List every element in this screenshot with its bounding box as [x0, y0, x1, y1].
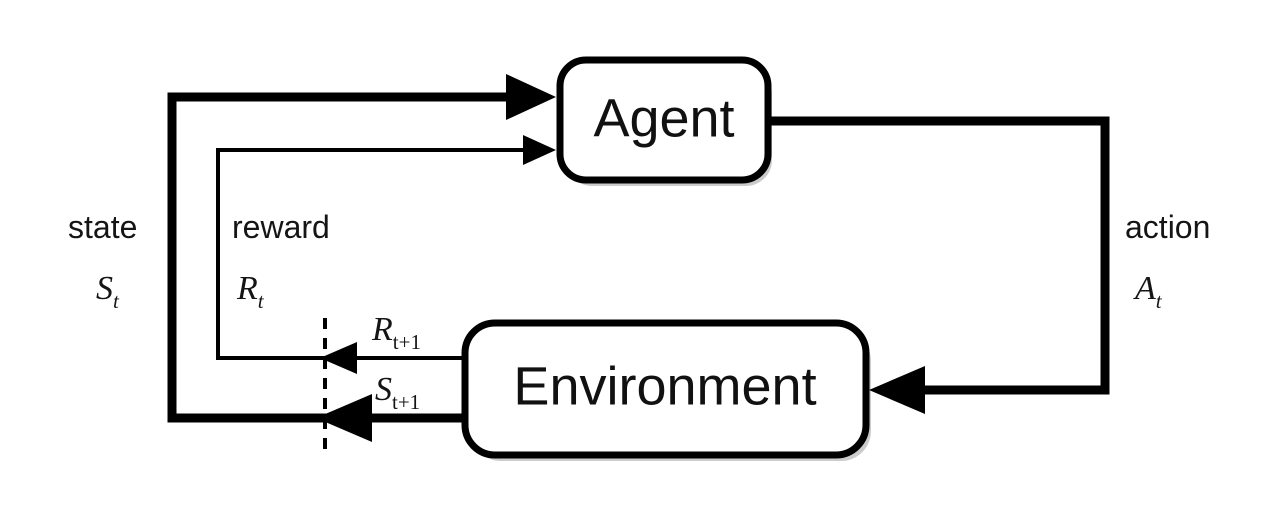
environment-label: Environment: [513, 356, 816, 416]
reward-next-label: Rt+1: [371, 311, 421, 354]
state-symbol-label: St: [96, 270, 120, 313]
reward-symbol-label: Rt: [236, 270, 265, 313]
action-symbol-label: At: [1133, 270, 1163, 313]
action-arrowhead-into-environment: [869, 366, 925, 414]
state-arrowhead-into-agent: [506, 74, 556, 120]
reward-arrowhead-into-agent: [523, 135, 556, 165]
state-word-label: state: [68, 209, 137, 245]
action-word-label: action: [1125, 209, 1210, 245]
state-next-label: St+1: [375, 371, 420, 414]
action-label-group: action At: [1125, 209, 1210, 313]
state-arrowhead-at-divider: [316, 394, 372, 442]
environment-box[interactable]: [461, 319, 870, 459]
agent-label: Agent: [593, 88, 734, 148]
reward-label-group: reward Rt: [232, 209, 330, 313]
reward-word-label: reward: [232, 209, 330, 245]
state-label-group: state St: [68, 209, 137, 313]
action-wire: [766, 116, 1110, 414]
environment-node[interactable]: Environment: [461, 319, 870, 459]
reward-arrowhead-at-divider: [320, 342, 357, 374]
agent-node[interactable]: Agent: [556, 56, 772, 184]
agent-box[interactable]: [556, 56, 772, 184]
